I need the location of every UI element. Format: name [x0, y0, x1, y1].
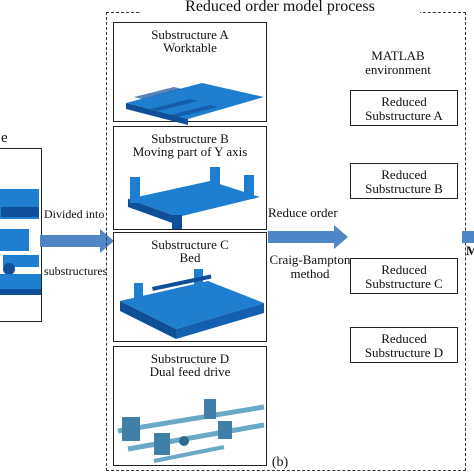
substructure-c-panel: Substructure C Bed [113, 232, 267, 342]
substructure-c-subtitle: Bed [179, 250, 201, 265]
substructure-b-title: Substructure B [151, 131, 229, 146]
reduced-substructure-a: Reduced Substructure A [350, 90, 458, 126]
reduced-substructure-b: Reduced Substructure B [350, 163, 458, 199]
method-label-2: method [290, 266, 330, 281]
reduced-a-line1: Reduced [381, 94, 427, 109]
reduced-b-line1: Reduced [381, 167, 427, 182]
matlab-label-2: environment [365, 62, 431, 77]
divided-label-2: substructures [44, 264, 108, 278]
reduced-b-line2: Substructure B [365, 181, 443, 196]
reduced-c-line1: Reduced [381, 262, 427, 277]
divide-arrow [40, 229, 114, 253]
assembly-image [0, 189, 41, 295]
substructure-a-title: Substructure A [151, 27, 229, 42]
substructure-a-subtitle: Worktable [163, 40, 217, 55]
bed-image [120, 269, 264, 339]
reduced-d-line1: Reduced [381, 331, 427, 346]
substructure-d-subtitle: Dual feed drive [149, 364, 231, 379]
assembly-partial-label: e [1, 130, 8, 146]
substructure-b-subtitle: Moving part of Y axis [132, 144, 248, 159]
matlab-label: MATLAB [371, 48, 425, 63]
substructure-b-panel: Substructure B Moving part of Y axis [113, 126, 267, 230]
process-title: Reduced order model process [140, 0, 420, 16]
right-edge-glyph: M [466, 243, 474, 258]
reduced-c-line2: Substructure C [365, 276, 443, 291]
reduced-a-line2: Substructure A [365, 108, 443, 123]
reduced-substructure-c: Reduced Substructure C [350, 258, 458, 294]
reduced-substructure-d: Reduced Substructure D [350, 327, 458, 363]
substructure-d-title: Substructure D [150, 351, 230, 366]
figure-label: (b) [271, 455, 289, 470]
divided-label: Divided into [44, 207, 105, 221]
method-label: Craig-Bampton [269, 252, 351, 267]
reduced-d-line2: Substructure D [364, 345, 444, 360]
feed-drive-image [117, 399, 265, 463]
output-arrow [462, 231, 474, 243]
assembly-panel [0, 148, 42, 322]
substructure-c-title: Substructure C [151, 237, 229, 252]
substructure-d-panel: Substructure D Dual feed drive [113, 346, 267, 466]
moving-part-image [128, 167, 260, 229]
worktable-image [126, 83, 264, 125]
reduce-label: Reduce order [268, 205, 338, 220]
substructure-a-panel: Substructure A Worktable [113, 22, 267, 125]
reduce-arrow [268, 225, 348, 249]
